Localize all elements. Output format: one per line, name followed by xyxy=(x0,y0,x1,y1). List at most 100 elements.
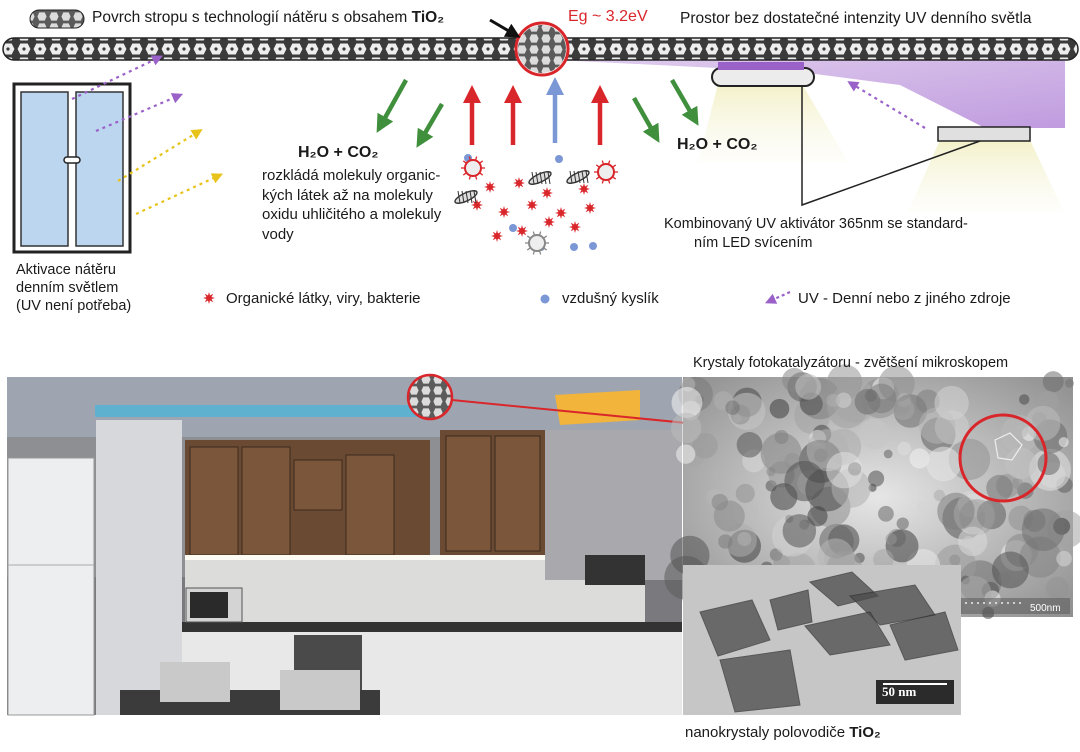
sem-grain xyxy=(909,448,930,469)
uv-rays xyxy=(71,55,926,215)
organic-particle xyxy=(578,183,590,195)
tem-crystal xyxy=(804,611,891,656)
micro-title: Krystaly fotokatalyzátoru - zvětšení mik… xyxy=(693,355,1009,371)
sem-highlight-circle xyxy=(958,413,1048,503)
organic-particle xyxy=(471,199,483,211)
tem-crystal xyxy=(889,611,959,661)
sem-grain xyxy=(1056,550,1072,567)
sem-grain xyxy=(795,373,822,400)
bacteria-icon xyxy=(454,190,478,204)
organic-particle-icon xyxy=(203,292,215,304)
sem-grain xyxy=(670,412,702,444)
oxygen-dot xyxy=(555,155,563,163)
sem-grain xyxy=(774,430,789,444)
sem-grain xyxy=(1012,478,1024,490)
sem-grain xyxy=(671,387,703,418)
sem-grain xyxy=(727,392,766,431)
sem-grain xyxy=(892,398,915,421)
sem-grain xyxy=(835,392,852,409)
reaction-description: rozkládá molekuly organic- kých látek až… xyxy=(262,166,441,244)
sem-grain xyxy=(897,441,912,456)
sem-grain xyxy=(916,502,927,512)
sem-grain xyxy=(962,536,975,549)
sem-grain xyxy=(723,523,757,557)
organic-particle xyxy=(555,207,567,219)
reaction-desc-line: vody xyxy=(262,225,294,243)
legend-uv: UV - Denní nebo z jiného zdroje xyxy=(798,290,1011,307)
bandgap-label: Eg ~ 3.2eV xyxy=(568,8,648,25)
no-uv-label: Prostor bez dostatečné intenzity UV denn… xyxy=(680,10,1032,27)
sem-grain xyxy=(933,489,946,502)
reaction-desc-line: rozkládá molekuly organic- xyxy=(262,167,441,184)
reaction-desc-line: kých látek až na molekuly xyxy=(262,186,433,204)
sem-grain xyxy=(934,385,969,421)
virus-icon xyxy=(461,156,485,180)
sem-grain xyxy=(712,468,725,481)
organic-particle xyxy=(569,221,581,233)
window-caption-line: denním světlem xyxy=(16,280,119,296)
lamp-caption: Kombinovaný UV aktivátor 365nm se standa… xyxy=(664,215,968,253)
nano-caption: nanokrystaly polovodiče TiO₂ xyxy=(685,724,881,741)
organic-particles-cluster xyxy=(454,154,618,255)
virus-icon xyxy=(594,160,618,184)
sem-grain xyxy=(736,431,763,458)
sem-grain xyxy=(826,451,863,489)
window-caption: Aktivace nátěru denním světlem (UV není … xyxy=(16,261,131,315)
sem-grain xyxy=(1065,378,1074,388)
sem-grain xyxy=(885,533,897,545)
crystal-highlight-circle xyxy=(514,21,570,77)
sem-grain xyxy=(1014,424,1029,438)
sem-grain xyxy=(769,398,790,419)
sem-grain xyxy=(1042,371,1064,393)
sem-grain xyxy=(864,389,878,402)
uv-lamp-icon xyxy=(711,62,1031,207)
organic-particle xyxy=(526,199,538,211)
sem-grain xyxy=(926,446,962,482)
scale-500nm: 500nm xyxy=(1030,603,1061,614)
lamp-light-cone-2 xyxy=(908,140,1064,212)
window-caption-line: Aktivace nátěru xyxy=(16,262,116,278)
sem-grain xyxy=(896,517,909,530)
sem-grain xyxy=(760,432,802,474)
sem-grain xyxy=(991,551,1029,589)
sem-grain xyxy=(784,460,825,502)
sem-grain xyxy=(826,393,840,408)
sem-grain xyxy=(713,500,745,532)
sem-grain xyxy=(725,400,740,415)
tem-crystal xyxy=(769,589,813,631)
sem-grain xyxy=(915,389,940,414)
reaction-desc-line: oxidu uhličitého a molekuly xyxy=(262,206,442,223)
crystal-pointer-arrow xyxy=(489,18,521,38)
tem-crystal xyxy=(699,599,771,657)
organic-particle xyxy=(543,216,555,228)
legend-organic: Organické látky, viry, bakterie xyxy=(226,290,421,307)
oxygen-dot xyxy=(589,242,597,250)
oxygen-dot-icon xyxy=(540,294,550,304)
bacteria-icon xyxy=(566,170,590,184)
sem-grain xyxy=(1025,405,1061,441)
sem-grain xyxy=(937,492,975,530)
sem-grain xyxy=(986,474,1013,502)
sem-grain xyxy=(859,418,890,450)
organic-particle xyxy=(516,225,528,237)
organic-particle xyxy=(484,181,496,193)
sem-grain xyxy=(1004,447,1037,480)
sem-grain xyxy=(676,444,696,464)
legend-organic-star xyxy=(203,292,215,304)
organic-particle xyxy=(541,187,553,199)
sem-grain xyxy=(868,470,885,487)
sem-grain xyxy=(1045,576,1069,600)
virus-icon xyxy=(525,231,549,255)
kitchen-photo xyxy=(7,377,682,716)
sem-grain xyxy=(692,432,718,459)
sem-grain xyxy=(949,554,961,566)
organic-particle xyxy=(513,177,525,189)
oxygen-dot xyxy=(509,224,517,232)
sem-grain xyxy=(1021,508,1065,552)
lamp-caption-line: ním LED svícením xyxy=(694,235,813,251)
product-right-label: H₂O + CO₂ xyxy=(677,136,758,153)
sem-grain xyxy=(718,534,733,549)
organic-particle xyxy=(584,202,596,214)
organic-particle xyxy=(491,230,503,242)
